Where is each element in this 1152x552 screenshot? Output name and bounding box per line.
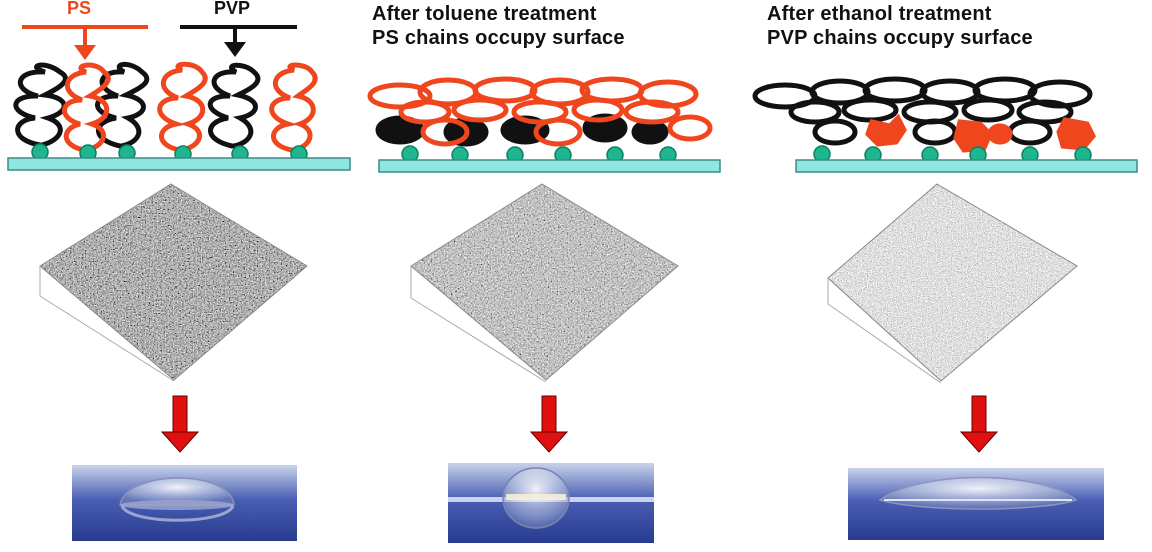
panel1-brush-layer [16,64,315,150]
panel2-substrate [379,160,720,172]
panel1-down-arrow [162,396,198,452]
panel2-brush-layer [370,79,710,144]
ps-pointer-arrow [22,27,148,60]
panel3-substrate [796,160,1137,172]
panel3-down-arrow [961,396,997,452]
panel3-brush-layer [755,79,1093,150]
panel2-afm-surface [400,180,690,390]
panel1-substrate [8,158,350,170]
panel3-droplet-photo [848,468,1104,540]
panel2-down-arrow [531,396,567,452]
panel1-droplet-photo [72,465,297,541]
pvp-pointer-arrow [180,27,297,57]
panel2-droplet-photo [448,463,654,543]
panel3-afm-surface [820,180,1090,390]
panel1-afm-surface [30,180,320,390]
